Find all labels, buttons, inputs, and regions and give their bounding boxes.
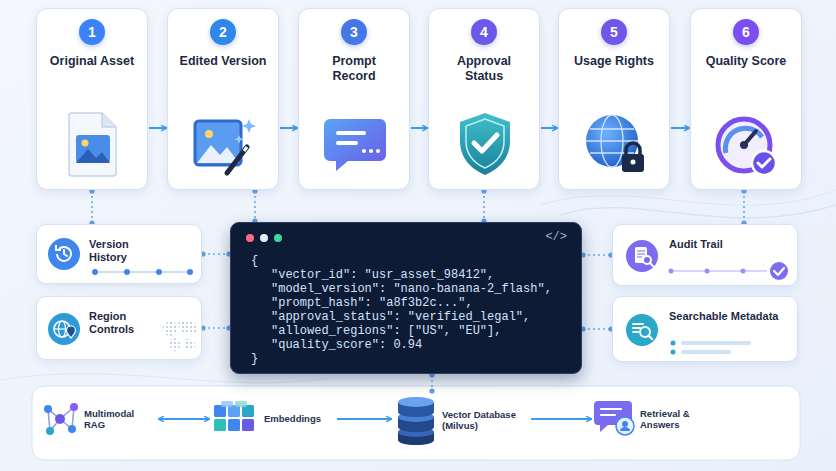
code-line: { (251, 254, 569, 268)
step-number: 2 (210, 19, 236, 45)
step-card: 5Usage Rights (558, 8, 670, 190)
cubes-icon (210, 399, 258, 439)
pipeline-stage: Embeddings (210, 394, 336, 444)
connector-dot (429, 388, 434, 393)
dotted-link (583, 254, 611, 256)
globe-lock-icon (580, 109, 650, 179)
dotted-link (203, 327, 229, 329)
asset-icon (58, 109, 128, 179)
network-icon (40, 399, 80, 439)
step-card: 1Original Asset (36, 8, 148, 190)
step-number: 5 (601, 19, 627, 45)
feature-card: Region Controls (36, 296, 202, 360)
card-title: Original Asset (47, 54, 137, 69)
card-title: Usage Rights (569, 54, 659, 69)
gauge-icon (712, 109, 782, 179)
metadata-code-panel: </> {"vector_id": "usr_asset_98412","mode… (230, 222, 582, 374)
card-title: Quality Score (701, 54, 791, 69)
code-tag: </> (545, 230, 567, 244)
feature-card: Searchable Metadata (612, 296, 798, 362)
pipeline-stage: Multimodal RAG (40, 394, 158, 444)
step-card: 4Approval Status (428, 8, 540, 190)
edit-icon (189, 109, 259, 179)
answer-icon (592, 399, 636, 439)
stage-title: Multimodal RAG (84, 408, 150, 431)
feature-card: Audit Trail (612, 224, 798, 286)
flow-arrow (411, 127, 427, 129)
flow-arrow (337, 418, 391, 420)
search-icon (625, 313, 659, 347)
code-line: "approval_status": "verified_legal", (251, 310, 569, 324)
flow-arrow (149, 127, 166, 129)
dotted-link (483, 191, 485, 221)
audit-icon (625, 239, 659, 273)
dotted-link (91, 191, 93, 223)
pipeline-stage: Vector Database (Milvus) (392, 392, 530, 448)
step-number: 1 (79, 19, 105, 45)
stage-title: Retrieval & Answers (640, 408, 720, 431)
card-title: Edited Version (178, 54, 268, 69)
feature-title: Audit Trail (669, 238, 729, 251)
code-line: "quality_score": 0.94 (251, 338, 569, 352)
flow-arrow (531, 418, 591, 420)
stage-title: Vector Database (Milvus) (442, 409, 524, 432)
flow-arrow (159, 418, 209, 420)
pipeline-strip (32, 386, 800, 460)
dotted-link (743, 191, 745, 223)
feature-card: Version History (36, 224, 202, 284)
flow-arrow (671, 127, 689, 129)
feature-title: Region Controls (89, 310, 159, 336)
step-card: 6Quality Score (690, 8, 802, 190)
flow-arrow (541, 127, 557, 129)
shield-icon (450, 109, 520, 179)
code-line: "model_version": "nano-banana-2_flash", (251, 282, 569, 296)
card-title: Prompt Record (309, 54, 399, 84)
flow-arrow (280, 127, 297, 129)
stage-title: Embeddings (264, 413, 330, 425)
code-line: "prompt_hash": "a8f3b2c...", (251, 296, 569, 310)
feature-title: Version History (89, 238, 159, 264)
feature-title: Searchable Metadata (669, 310, 779, 323)
card-title: Approval Status (439, 54, 529, 84)
audit-check-mark (667, 261, 791, 281)
step-number: 6 (733, 19, 759, 45)
window-dots (245, 233, 289, 243)
map-dots (161, 317, 199, 353)
step-number: 3 (341, 19, 367, 45)
code-line: "vector_id": "usr_asset_98412", (251, 268, 569, 282)
code-line: } (251, 352, 569, 366)
database-icon (394, 394, 438, 446)
dotted-link (254, 191, 256, 221)
dotted-link (203, 253, 229, 255)
metadata-bars (669, 339, 779, 357)
step-card: 3Prompt Record (298, 8, 410, 190)
code-line: "allowed_regions": ["US", "EU"], (251, 324, 569, 338)
pipeline-stage: Retrieval & Answers (592, 394, 726, 444)
region-icon (47, 312, 81, 346)
dotted-link (583, 328, 611, 330)
step-card: 2Edited Version (167, 8, 279, 190)
prompt-icon (320, 111, 390, 177)
timeline-mark (91, 267, 195, 277)
step-number: 4 (471, 19, 497, 45)
history-icon (47, 237, 81, 271)
